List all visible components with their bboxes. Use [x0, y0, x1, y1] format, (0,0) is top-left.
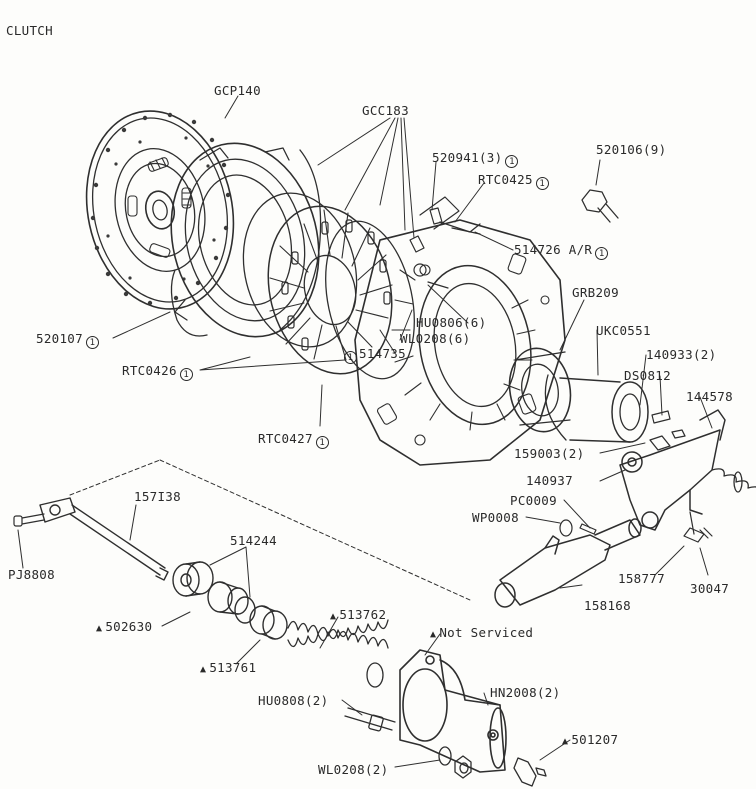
label-grb209: GRB209	[572, 285, 619, 300]
part-number: 502630	[105, 619, 153, 634]
label-wl0208-2: WL0208(2)	[318, 762, 389, 777]
washers-wl0208	[438, 746, 472, 779]
bolt-501207	[513, 757, 547, 787]
label-30047: 30047	[690, 581, 730, 596]
label-501207: ▲501207	[562, 733, 618, 749]
label-ds0812: DS0812	[624, 368, 671, 383]
qty-circle: 1	[344, 351, 357, 364]
washer-wp0008	[559, 519, 597, 537]
part-number: 520941(3)	[432, 150, 503, 165]
bolt-pj8808	[13, 513, 45, 527]
label-158777: 158777	[618, 571, 665, 586]
guide-line-2	[69, 459, 161, 496]
label-gcc183: GCC183	[362, 103, 409, 118]
note-text: Not Serviced	[439, 625, 534, 640]
spring-144578	[711, 468, 756, 493]
qty-circle: 1	[595, 247, 609, 260]
part-number: 501207	[571, 732, 619, 747]
part-number: 513762	[339, 607, 387, 622]
pressure-plate-cover	[170, 142, 322, 338]
bolt-520106	[581, 189, 619, 223]
seal-514244	[207, 581, 256, 624]
release-bearing	[508, 347, 572, 433]
triangle-icon: ▲	[96, 623, 103, 634]
part-number: 513761	[209, 660, 257, 675]
label-wl0208-6: WL0208(6)	[400, 331, 471, 346]
bush-159003	[649, 429, 686, 451]
spring-513762	[287, 619, 389, 688]
retaining-ring	[242, 192, 358, 348]
part-number: RTC0426	[122, 363, 177, 378]
qty-circle: 1	[85, 336, 99, 349]
label-502630: ▲502630	[96, 620, 152, 636]
pivot-bracket-158168	[494, 518, 642, 608]
label-hn2008: HN2008(2)	[490, 685, 561, 700]
label-514244: 514244	[230, 533, 277, 548]
part-number: 514735	[359, 346, 406, 361]
label-140937: 140937	[526, 473, 573, 488]
label-157138: 157I38	[134, 489, 181, 504]
label-wp0008: WP0008	[472, 510, 519, 525]
label-pj8808: PJ8808	[8, 567, 55, 582]
label-ukc0551: UKC0551	[596, 323, 651, 338]
label-140933: 140933(2)	[646, 347, 717, 362]
label-not-serviced: ▲Not Serviced	[430, 626, 533, 642]
spring-seat-513761	[249, 605, 288, 640]
clutch-housing	[354, 196, 566, 466]
push-rod	[39, 497, 169, 581]
label-gcp140: GCP140	[214, 83, 261, 98]
qty-circle: 1	[179, 368, 193, 381]
guide-line	[159, 459, 471, 601]
driven-plate	[85, 110, 235, 310]
pin-ds0812	[651, 410, 671, 424]
part-number: RTC0427	[258, 431, 313, 446]
nut-30047	[683, 511, 713, 543]
master-cylinder-body	[399, 649, 507, 773]
label-hu0808: HU0808(2)	[258, 693, 329, 708]
release-fork	[619, 409, 726, 531]
part-number: RTC0425	[478, 172, 533, 187]
label-pc0009: PC0009	[510, 493, 557, 508]
qty-circle: 1	[315, 436, 329, 449]
bolt-hu0808	[344, 707, 396, 732]
triangle-icon: ▲	[330, 611, 337, 622]
label-159003: 159003(2)	[514, 446, 585, 461]
leader-lines	[17, 95, 713, 768]
bearing-sleeve-ukc0551	[544, 374, 649, 443]
label-513761: ▲513761	[200, 661, 256, 677]
piston-502630	[172, 561, 214, 597]
label-520941: 520941(3)1	[432, 150, 519, 168]
triangle-icon: ▲	[562, 736, 569, 747]
part-number: 514726 A/R	[514, 242, 593, 257]
qty-circle: 1	[535, 177, 549, 190]
diagram-title: CLUTCH	[6, 23, 53, 38]
fulcrum-ring	[325, 220, 415, 380]
label-513762: ▲513762	[330, 608, 386, 624]
label-158168: 158168	[584, 598, 631, 613]
label-144578: 144578	[686, 389, 733, 404]
part-number: 520107	[36, 331, 83, 346]
housing-bolts	[409, 207, 481, 289]
triangle-icon: ▲	[200, 664, 207, 675]
triangle-icon: ▲	[430, 629, 437, 640]
qty-circle: 1	[505, 155, 519, 168]
label-hu0806: HU0806(6)	[416, 315, 487, 330]
label-520106: 520106(9)	[596, 142, 667, 157]
